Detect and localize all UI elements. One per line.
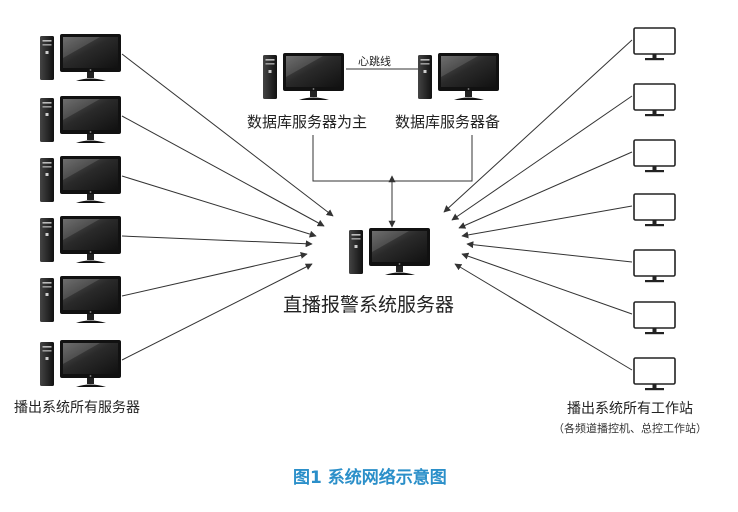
right-workstation-1 [633,27,676,61]
tower-icon [40,278,54,322]
left-server-arrow-4 [121,235,313,248]
right-workstation-arrow-5 [466,241,633,263]
monitor-icon [633,193,676,221]
tower-icon [40,342,54,386]
central-server-label: 直播报警系统服务器 [283,294,455,316]
left-server-5 [40,276,121,323]
right-workstation-4 [633,193,676,227]
left-server-2 [40,96,121,143]
tower-icon [40,36,54,80]
db-backup-label: 数据库服务器备 [395,113,501,131]
right-workstation-arrow-2 [451,95,633,221]
tower-icon [40,98,54,142]
right-group-sublabel: （各频道播控机、总控工作站） [553,422,707,435]
left-server-arrow-5 [121,251,308,297]
left-server-4 [40,216,121,263]
tower-icon [349,230,363,274]
monitor-icon [633,301,676,329]
right-workstation-arrow-3 [458,151,633,229]
right-workstation-arrow-1 [443,39,633,213]
tower-icon [40,218,54,262]
left-server-1 [40,34,121,81]
central-server [349,228,430,275]
left-group-label: 播出系统所有服务器 [14,400,140,416]
tower-icon [263,55,277,99]
monitor-icon [633,357,676,385]
figure-caption: 图1 系统网络示意图 [293,468,447,488]
right-workstation-7 [633,357,676,391]
monitor-icon [633,27,676,55]
right-group-label: 播出系统所有工作站 [567,401,693,417]
monitor-icon [633,249,676,277]
tower-icon [418,55,432,99]
right-workstation-arrow-4 [461,205,633,239]
db-main-label: 数据库服务器为主 [247,113,368,131]
db-main-server [263,53,344,100]
right-workstation-6 [633,301,676,335]
right-workstation-arrow-7 [454,263,633,371]
right-workstation-5 [633,249,676,283]
left-server-3 [40,156,121,203]
right-workstation-arrow-6 [461,252,633,315]
right-workstation-2 [633,83,676,117]
db-connection-line [312,135,473,182]
tower-icon [40,158,54,202]
left-server-arrow-3 [121,175,317,238]
right-workstation-3 [633,139,676,173]
heartbeat-label: 心跳线 [358,55,391,68]
left-server-arrow-6 [121,263,313,361]
left-server-6 [40,340,121,387]
left-server-arrow-1 [121,53,334,217]
monitor-icon [633,139,676,167]
monitor-icon [633,83,676,111]
left-server-arrow-2 [121,115,325,227]
db-backup-server [418,53,499,100]
